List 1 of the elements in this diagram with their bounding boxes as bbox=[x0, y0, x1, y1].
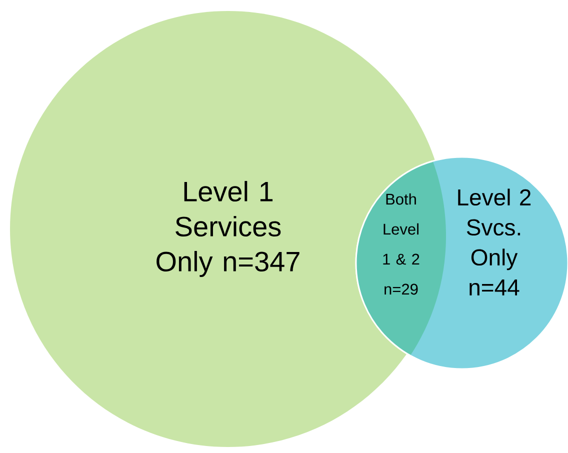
overlap-region: Both Level 1 & 2 n=29 bbox=[383, 193, 420, 295]
